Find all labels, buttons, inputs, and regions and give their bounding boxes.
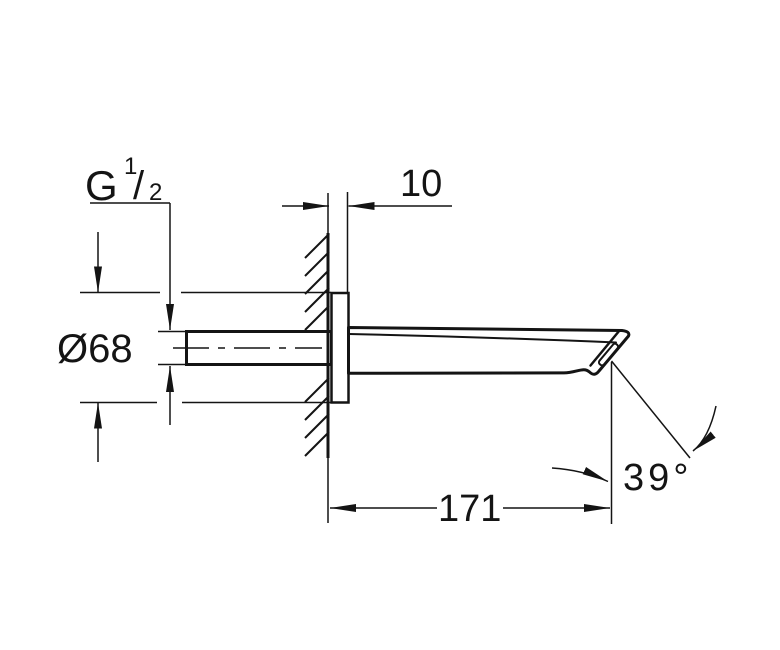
dim-projection: 171 [330, 488, 610, 530]
spout-end-inner-edge [589, 329, 621, 367]
spout-outline [347, 326, 631, 376]
thread-size-label: G [85, 162, 118, 209]
angle-label: 39° [623, 457, 692, 499]
angle-arc-right [692, 405, 717, 452]
angle-stream-line [610, 360, 691, 459]
angle-arc-left [551, 467, 609, 483]
spout [347, 326, 631, 376]
thread-numerator: 1 [124, 153, 137, 180]
wall-hatching [304, 233, 330, 457]
thread-denominator: 2 [149, 179, 162, 206]
dim-diameter: Ø68 [57, 232, 331, 462]
flange-diameter-label: Ø68 [57, 327, 133, 371]
thread-slash: / [133, 164, 145, 208]
supply-pipe [158, 330, 333, 366]
dim-thread: G 1 / 2 [85, 153, 174, 425]
spout-top-contour [348, 333, 617, 344]
projection-label: 171 [438, 488, 501, 530]
aerator-slot [597, 342, 620, 367]
dim-flange-depth: 10 [282, 163, 452, 210]
flange [330, 192, 350, 404]
wall-section [304, 193, 330, 523]
dim-angle: 39° [551, 360, 717, 524]
flange-depth-label: 10 [400, 163, 442, 205]
